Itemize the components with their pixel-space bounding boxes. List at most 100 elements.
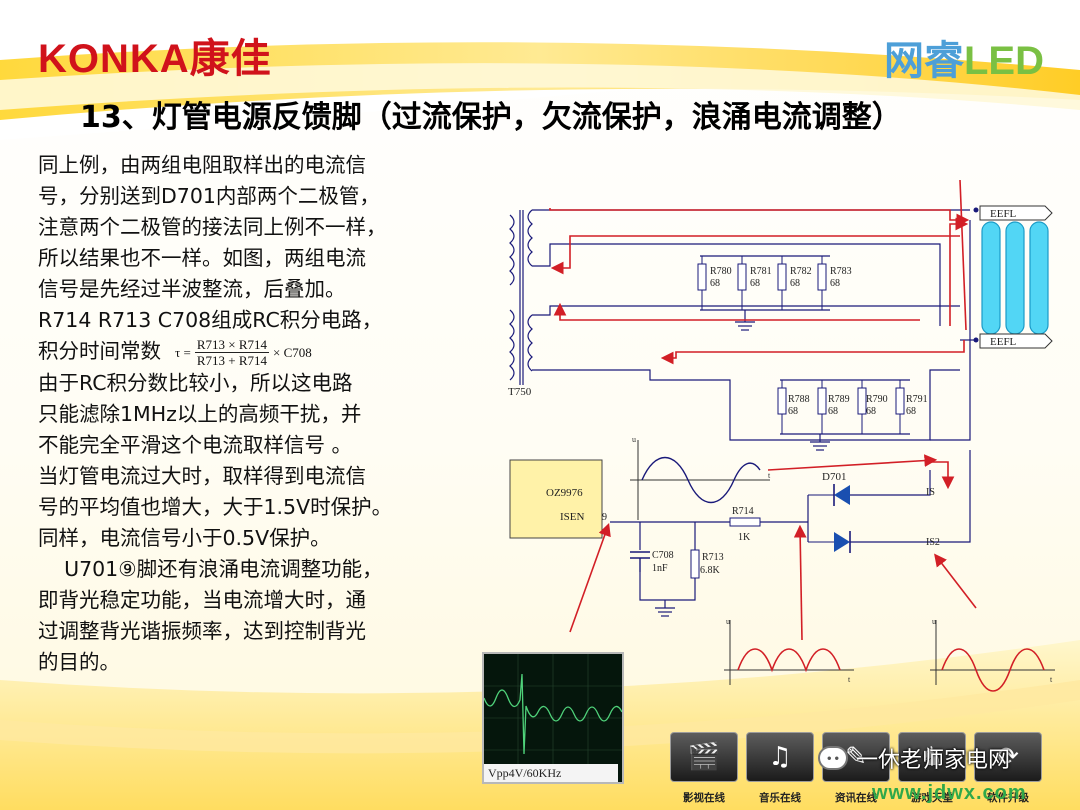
logo-led: LED xyxy=(964,39,1044,83)
svg-text:u: u xyxy=(632,435,636,444)
menu-label: 软件升级 xyxy=(987,792,1029,804)
waveform-rectified: u t xyxy=(724,617,854,685)
ic-pin-number: 9 xyxy=(602,512,607,523)
transformer-secondary-bottom xyxy=(527,314,533,372)
menu-item-video[interactable]: 🎬 影视在线 xyxy=(668,730,740,810)
wangrui-led-logo: 网睿LED xyxy=(884,28,1044,86)
konka-logo: KONKA康佳 xyxy=(38,37,272,81)
resistor-r714 xyxy=(729,517,761,527)
body-line: 由于RC积分数比较小，所以这电路 xyxy=(38,370,353,395)
red-arrows xyxy=(549,180,977,641)
menu-item-upgrade[interactable]: ⟳ 软件升级 xyxy=(972,730,1044,810)
resistor-label: R790 xyxy=(866,394,888,405)
r714-value: 1K xyxy=(738,532,751,543)
eefl-lamps: EEFL EEFL xyxy=(973,205,1053,349)
body-line: 注意两个二极管的接法同上例不一样， xyxy=(38,215,387,239)
resistor-value: 68 xyxy=(828,406,838,417)
lamp-label: EEFL xyxy=(990,336,1017,348)
logo-cn: 网睿 xyxy=(884,39,964,83)
resistor-value: 68 xyxy=(866,406,876,417)
resistor-value: 68 xyxy=(788,406,798,417)
transformer-secondary-top xyxy=(527,209,533,267)
resistor-value: 68 xyxy=(830,278,840,289)
menu-label: 游戏天堂 xyxy=(911,792,953,804)
transformer-label: T750 xyxy=(508,386,532,398)
body-line: U701⑨脚还有浪涌电流调整功能， xyxy=(38,556,383,581)
body-line: 的目的。 xyxy=(38,649,120,674)
ic-oz9976 xyxy=(509,459,603,539)
watermark-text: 一休老师家电网 xyxy=(856,748,1011,773)
body-line: 不能完全平滑这个电流取样信号 。 xyxy=(38,432,353,457)
film-icon: 🎬 xyxy=(670,732,738,782)
menu-item-game[interactable]: ♞ 游戏天堂 xyxy=(896,730,968,810)
svg-text:u: u xyxy=(726,617,730,626)
menu-label: 资讯在线 xyxy=(835,792,877,804)
c708-label: C708 xyxy=(652,550,674,561)
formula-numerator: R713 × R714 xyxy=(194,336,269,353)
body-line: 当灯管电流过大时，取样得到电流信 xyxy=(38,463,366,488)
body-line: 号的平均值也增大，大于1.5V时保护。 xyxy=(38,494,393,519)
time-constant-label: 积分时间常数 xyxy=(38,339,161,363)
upgrade-icon: ⟳ xyxy=(974,732,1042,782)
body-line: 只能滤除1MHz以上的高频干扰，并 xyxy=(38,401,362,426)
r713-label: R713 xyxy=(702,552,724,563)
ground-symbol xyxy=(655,321,830,617)
resistor-value: 68 xyxy=(750,278,760,289)
resistor-value: 68 xyxy=(790,278,800,289)
svg-text:t: t xyxy=(848,675,851,684)
resistor-label: R788 xyxy=(788,394,810,405)
is2-label: IS2 xyxy=(926,537,940,548)
menu-label: 影视在线 xyxy=(683,792,725,804)
capacitor-c708 xyxy=(630,551,650,572)
tv-menu-bar: 🎬 影视在线 ♫ 音乐在线 ✎ 资讯在线 ♞ 游戏天堂 ⟳ 软件升级 xyxy=(664,730,1080,810)
resistor-label: R789 xyxy=(828,394,850,405)
body-line: 号，分别送到D701内部两个二极管， xyxy=(38,184,380,208)
ic-pin-name: ISEN xyxy=(560,511,585,523)
lamp-tube xyxy=(1005,221,1025,335)
body-line: 即背光稳定功能，当电流增大时，通 xyxy=(38,587,366,612)
diode-label: D701 xyxy=(822,471,846,483)
resistor-label: R783 xyxy=(830,266,852,277)
transformer-primary xyxy=(509,214,515,286)
resistor-label: R780 xyxy=(710,266,732,277)
music-icon: ♫ xyxy=(746,732,814,782)
c708-value: 1nF xyxy=(652,563,668,574)
lamp-tube xyxy=(1029,221,1049,335)
body-line: 同上例，由两组电阻取样出的电流信 xyxy=(38,153,366,177)
menu-label: 音乐在线 xyxy=(759,792,801,804)
watermark-url: www.jdwx.com xyxy=(872,782,1027,804)
menu-item-music[interactable]: ♫ 音乐在线 xyxy=(744,730,816,810)
is1-label: IS xyxy=(926,487,935,498)
svg-text:t: t xyxy=(1050,675,1053,684)
ic-name: OZ9976 xyxy=(546,487,583,499)
game-icon: ♞ xyxy=(898,732,966,782)
watermark: ∙∙ 一休老师家电网 xyxy=(818,742,1010,774)
oscilloscope-waveform xyxy=(482,652,624,784)
slide-title: 13、灯管电源反馈脚（过流保护，欠流保护，浪涌电流调整） xyxy=(80,100,902,135)
resistor-r713 xyxy=(690,549,700,579)
r714-label: R714 xyxy=(732,506,754,517)
resistor-label: R782 xyxy=(790,266,812,277)
body-text: 同上例，由两组电阻取样出的电流信 号，分别送到D701内部两个二极管， 注意两个… xyxy=(38,150,486,678)
lamp-tube xyxy=(981,221,1001,335)
formula-denominator: R713 + R714 xyxy=(196,352,267,368)
r713-value: 6.8K xyxy=(700,565,721,576)
resistor-value: 68 xyxy=(710,278,720,289)
wechat-icon: ∙∙ xyxy=(818,746,848,770)
svg-text:t: t xyxy=(768,471,771,480)
